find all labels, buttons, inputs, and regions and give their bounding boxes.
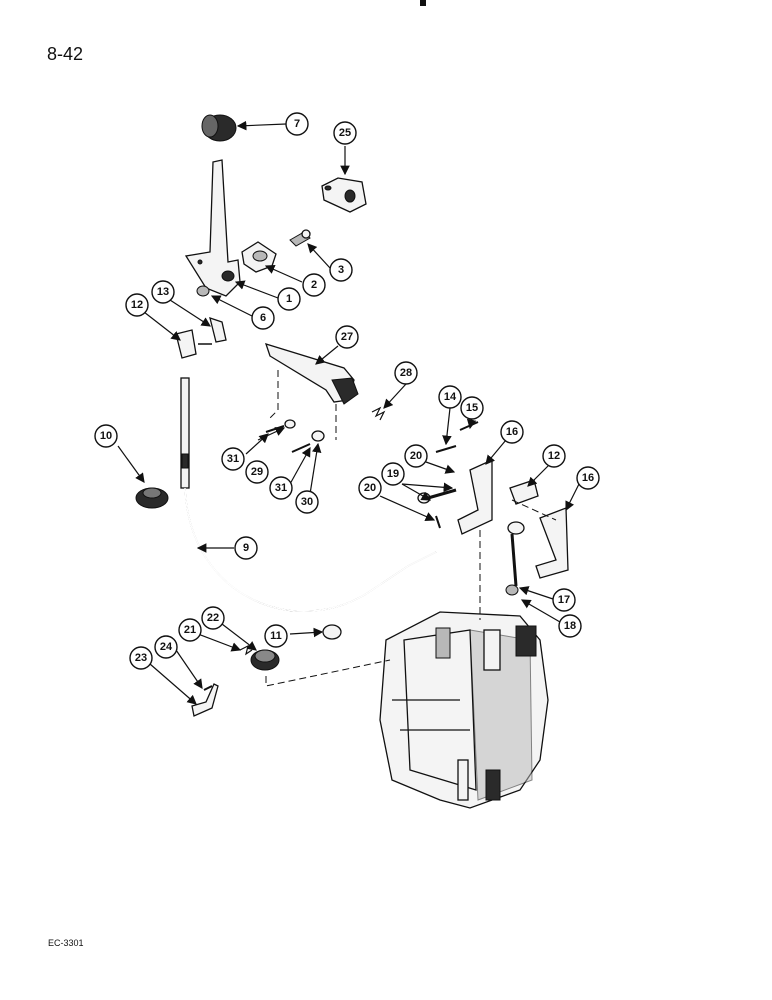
svg-text:1: 1: [286, 293, 292, 305]
callout-10: 10: [94, 424, 118, 448]
svg-text:20: 20: [410, 450, 422, 462]
svg-text:20: 20: [364, 482, 376, 494]
callout-3: 3: [329, 258, 353, 282]
callout-20-upper: 20: [404, 444, 428, 468]
callout-20-lower: 20: [358, 476, 382, 500]
svg-text:27: 27: [341, 331, 353, 343]
rocker-part: [264, 343, 359, 405]
svg-text:25: 25: [339, 127, 351, 139]
callout-12-right: 12: [542, 444, 566, 468]
callout-9: 9: [234, 536, 258, 560]
bolts-part: [417, 421, 479, 529]
callout-30: 30: [295, 490, 319, 514]
callout-23: 23: [129, 646, 153, 670]
svg-text:11: 11: [270, 630, 282, 642]
clevis-right-part: [505, 479, 539, 596]
svg-text:10: 10: [100, 430, 112, 442]
svg-text:12: 12: [548, 450, 560, 462]
svg-text:17: 17: [558, 594, 570, 606]
clevis-part: [175, 317, 227, 359]
svg-text:23: 23: [135, 652, 147, 664]
callout-1: 1: [277, 287, 301, 311]
callout-16: 16: [500, 420, 524, 444]
callout-6: 6: [251, 306, 275, 330]
svg-text:16: 16: [582, 472, 594, 484]
callout-13: 13: [151, 280, 175, 304]
control-valve-part: [379, 611, 549, 809]
svg-text:31: 31: [227, 453, 239, 465]
callout-25: 25: [333, 121, 357, 145]
pivot-part: [241, 241, 277, 273]
callout-11: 11: [264, 624, 288, 648]
callout-16-right: 16: [576, 466, 600, 490]
callout-7: 7: [285, 112, 309, 136]
svg-text:12: 12: [131, 299, 143, 311]
callout-19: 19: [381, 462, 405, 486]
callout-12: 12: [125, 293, 149, 317]
callout-31-upper: 31: [221, 447, 245, 471]
callout-17: 17: [552, 588, 576, 612]
knob-assembly-part: [191, 624, 342, 717]
svg-text:9: 9: [243, 542, 249, 554]
callout-21: 21: [178, 618, 202, 642]
svg-text:29: 29: [251, 466, 263, 478]
svg-text:15: 15: [466, 402, 478, 414]
cable-part: [180, 377, 437, 612]
svg-text:30: 30: [301, 496, 313, 508]
callout-27: 27: [335, 325, 359, 349]
document-code: EC-3301: [48, 938, 84, 948]
bolt-part: [289, 229, 311, 247]
dashed-guides: [265, 370, 557, 687]
callout-15: 15: [460, 396, 484, 420]
svg-text:31: 31: [275, 482, 287, 494]
callout-29: 29: [245, 460, 269, 484]
callout-28: 28: [394, 361, 418, 385]
svg-text:2: 2: [311, 279, 317, 291]
callout-14: 14: [438, 385, 462, 409]
callout-24: 24: [154, 635, 178, 659]
bracket-block-part: [321, 177, 367, 213]
callout-2: 2: [302, 273, 326, 297]
svg-text:13: 13: [157, 286, 169, 298]
svg-text:21: 21: [184, 624, 196, 636]
svg-text:14: 14: [444, 391, 457, 403]
lever-part: [184, 159, 241, 297]
svg-text:28: 28: [400, 367, 412, 379]
callout-18: 18: [558, 614, 582, 638]
spring-part: [371, 406, 386, 421]
svg-text:3: 3: [338, 264, 344, 276]
pins-part: [265, 419, 325, 453]
svg-text:6: 6: [260, 312, 266, 324]
leader-lines: [117, 120, 581, 705]
callout-31-lower: 31: [269, 476, 293, 500]
svg-text:18: 18: [564, 620, 576, 632]
callout-22: 22: [201, 606, 225, 630]
svg-text:19: 19: [387, 468, 399, 480]
nut-part: [196, 285, 210, 297]
knob-part: [201, 114, 237, 142]
grommet-part: [135, 487, 169, 509]
svg-text:22: 22: [207, 612, 219, 624]
svg-text:7: 7: [294, 118, 300, 130]
svg-text:16: 16: [506, 426, 518, 438]
svg-text:24: 24: [160, 641, 173, 653]
page-number: 8-42: [47, 44, 84, 64]
